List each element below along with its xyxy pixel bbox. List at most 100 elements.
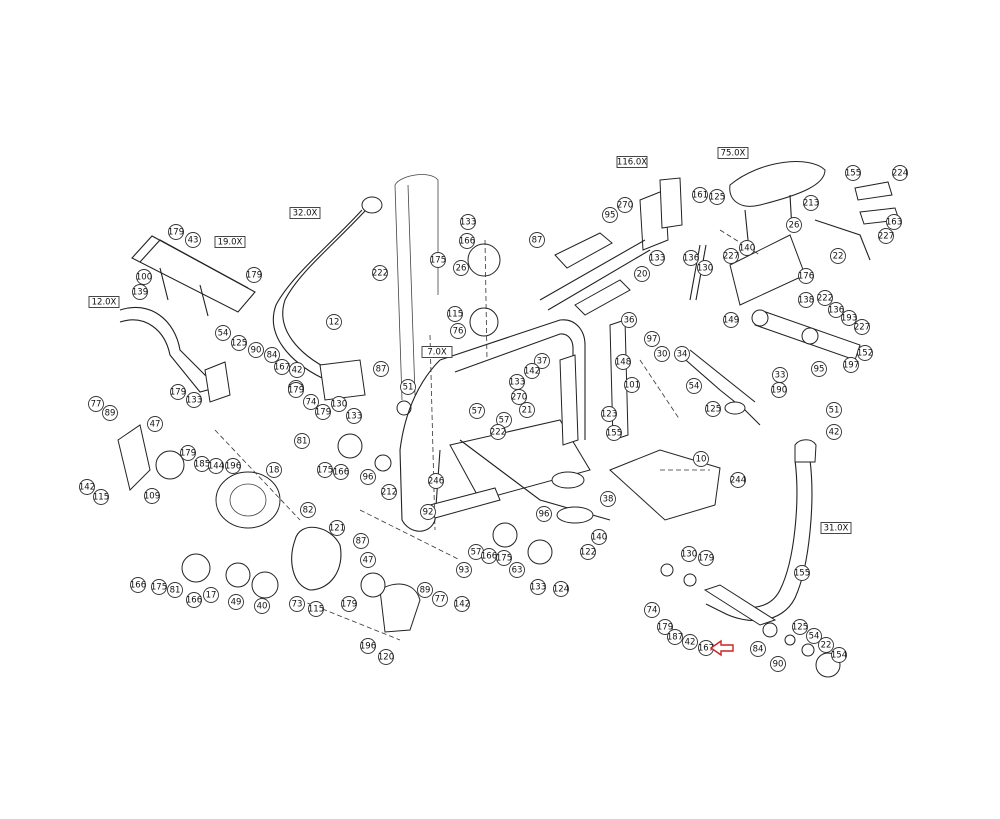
part-number: 74	[647, 606, 658, 616]
part-number: 57	[499, 416, 510, 426]
part-number: 179	[657, 623, 673, 633]
part-callout: 179	[246, 267, 262, 283]
part-number: 133	[649, 254, 665, 264]
part-callout: 155	[794, 565, 810, 581]
part-number: 81	[297, 437, 308, 447]
part-callout: 115	[447, 306, 463, 322]
part-callout: 90	[248, 342, 264, 358]
part-number: 115	[308, 605, 324, 615]
part-callout: 97	[644, 331, 660, 347]
part-callout: 142	[524, 363, 540, 379]
part-number: 140	[739, 244, 755, 254]
part-number: 136	[683, 254, 699, 264]
part-callout: 179	[698, 550, 714, 566]
part-number: 101	[624, 381, 640, 391]
part-number: 213	[803, 199, 819, 209]
part-number: 155	[794, 569, 810, 579]
part-callout: 142	[454, 596, 470, 612]
assembly-tag-label: 75.0X	[721, 149, 746, 159]
part-number: 166	[186, 596, 202, 606]
part-callout: 87	[353, 533, 369, 549]
part-callout: 270	[617, 197, 633, 213]
part-callout: 87	[373, 361, 389, 377]
part-number: 197	[843, 361, 859, 371]
part-number: 187	[667, 633, 683, 643]
part-callout: 95	[811, 361, 827, 377]
part-callout: 42	[682, 634, 698, 650]
part-number: 133	[186, 396, 202, 406]
part-callout: 187	[667, 629, 683, 645]
part-callout: 197	[843, 357, 859, 373]
part-callout: 166	[481, 548, 497, 564]
part-number: 246	[428, 477, 444, 487]
part-number: 84	[753, 645, 764, 655]
part-number: 140	[591, 533, 607, 543]
part-number: 175	[317, 466, 333, 476]
part-number: 149	[723, 316, 739, 326]
part-callout: 100	[136, 269, 152, 285]
part-callout: 154	[831, 647, 847, 663]
part-number: 96	[539, 510, 550, 520]
part-callout: 42	[826, 424, 842, 440]
part-number: 54	[809, 632, 820, 642]
part-callout: 120	[378, 649, 394, 665]
part-number: 37	[537, 357, 548, 367]
part-number: 175	[151, 583, 167, 593]
part-number: 270	[511, 393, 527, 403]
part-number: 179	[341, 600, 357, 610]
part-callout: 166	[459, 233, 475, 249]
part-callout: 125	[792, 619, 808, 635]
part-callout: 136	[683, 250, 699, 266]
part-number: 47	[150, 420, 161, 430]
part-number: 10	[696, 455, 707, 465]
part-callout: 140	[739, 240, 755, 256]
part-number: 133	[530, 583, 546, 593]
part-callout: 140	[591, 529, 607, 545]
part-callout: 179	[657, 619, 673, 635]
part-number: 57	[472, 407, 483, 417]
arrow-left-icon	[709, 639, 734, 657]
part-number: 227	[723, 252, 739, 262]
part-number: 130	[697, 264, 713, 274]
part-number: 12	[329, 318, 340, 328]
part-number: 123	[601, 410, 617, 420]
part-callout: 115	[308, 601, 324, 617]
part-number: 26	[456, 264, 467, 274]
part-callout: 96	[360, 469, 376, 485]
part-number: 148	[615, 358, 631, 368]
part-number: 125	[231, 339, 247, 349]
part-callout: 76	[450, 323, 466, 339]
part-callout: 92	[420, 504, 436, 520]
part-callout: 30	[654, 346, 670, 362]
part-callout: 179	[288, 382, 304, 398]
part-callout: 81	[294, 433, 310, 449]
part-callout: 270	[511, 389, 527, 405]
part-callout: 133	[649, 250, 665, 266]
part-callout: 22	[818, 637, 834, 653]
part-callout: 109	[144, 488, 160, 504]
part-callout: 38	[600, 491, 616, 507]
part-number: 270	[617, 201, 633, 211]
part-callout: 43	[185, 232, 201, 248]
part-callout: 224	[892, 165, 908, 181]
part-number: 121	[329, 524, 345, 534]
part-number: 125	[709, 193, 725, 203]
part-callout: 175	[151, 579, 167, 595]
part-number: 38	[603, 495, 614, 505]
part-callout: 167	[274, 359, 290, 375]
part-callout: 175	[496, 550, 512, 566]
assembly-tag-label: 116.0X	[617, 158, 647, 168]
part-callout: 227	[854, 319, 870, 335]
part-callout: 90	[770, 656, 786, 672]
part-callout: 196	[360, 638, 376, 654]
part-number: 22	[821, 641, 832, 651]
part-number: 130	[331, 400, 347, 410]
part-callout: 144	[208, 458, 224, 474]
part-callout: 179	[168, 224, 184, 240]
part-callout: 123	[601, 406, 617, 422]
part-number: 152	[857, 349, 873, 359]
part-number: 87	[376, 365, 387, 375]
part-number: 179	[698, 554, 714, 564]
part-number: 166	[333, 468, 349, 478]
